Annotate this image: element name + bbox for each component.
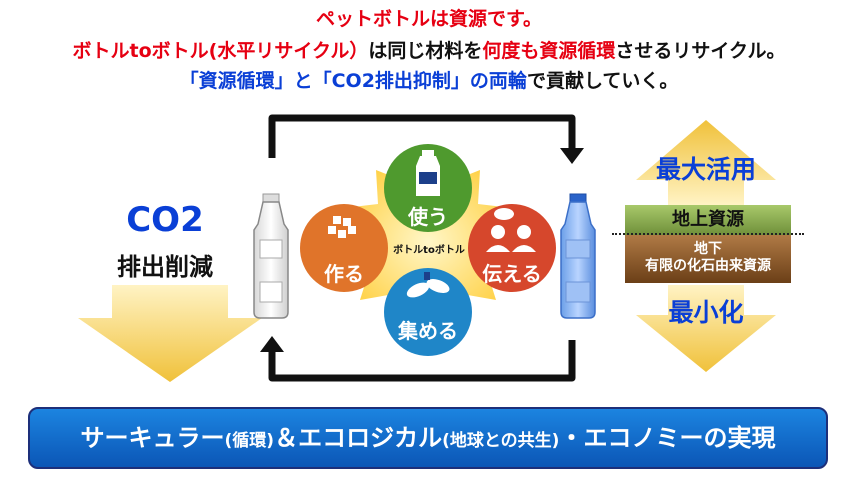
surface-resources: 地上資源 [625,205,791,235]
step-make-label: 作る [324,262,364,286]
co2-subtitle: 排出削減 [117,253,213,281]
loop-arrowhead-down [560,148,584,164]
ground-line [612,233,804,235]
recycled-flakes-icon [328,216,356,238]
bottom-banner: サーキュラー(循環)＆エコロジカル(地球との共生)・エコノミーの実現 [28,407,828,469]
headline-resource-circulation: 何度も資源循環 [482,40,616,62]
headline-two-wheels: 「資源循環」と「CO2排出抑制」の両輪 [179,70,527,92]
blue-bottle-icon [560,193,596,319]
headline-line2: ボトルtoボトル(水平リサイクル）は同じ材料を何度も資源循環させるリサイクル。 [0,36,858,63]
co2-title: CO2 [126,200,204,240]
step-collect-circle [384,268,472,356]
banner-circular: サーキュラー [80,424,225,452]
headline-bottle-to-bottle: ボトルtoボトル(水平リサイクル） [72,40,369,62]
co2-down-arrow [78,285,262,382]
underground-detail: 有限の化石由来資源 [645,258,771,274]
people-talking-icon [486,208,536,252]
step-tell-label: 伝える [482,262,542,286]
headline-line3: 「資源循環」と「CO2排出抑制」の両輪で貢献していく。 [0,66,858,93]
step-collect-label: 集める [398,319,458,343]
banner-economy: ・エコノミーの実現 [559,424,776,452]
underground-title: 地下 [694,241,722,257]
banner-circular-note: (循環) [224,431,275,451]
headline-line1: ペットボトルは資源です。 [315,8,543,30]
step-make-circle [300,204,388,292]
maximize-label: 最大活用 [655,155,756,184]
headline-same-material: は同じ材料を [368,40,483,62]
loop-arrowhead-up [260,336,284,352]
loop-arrow-bottom [268,340,576,382]
underground-resources: 地下 有限の化石由来資源 [625,235,791,283]
step-tell-circle [468,204,556,292]
minimize-label: 最小化 [668,298,744,327]
banner-ecological-note: (地球との共生) [442,431,560,451]
crushed-bottles-icon [406,272,450,298]
cycle-burst [336,158,520,326]
minimize-down-arrow [636,285,776,372]
headline-recycle: させるリサイクル。 [615,40,786,62]
drink-bottle-icon [416,150,440,196]
banner-ecological: ＆エコロジカル [274,424,443,452]
clear-bottle-icon [253,193,289,319]
maximize-up-arrow [636,120,776,205]
cycle-center-label: ボトルtoボトル [393,245,465,256]
headline-contribute: で貢献していく。 [526,70,679,92]
step-use-label: 使う [408,205,448,229]
loop-arrow-top [268,114,576,158]
